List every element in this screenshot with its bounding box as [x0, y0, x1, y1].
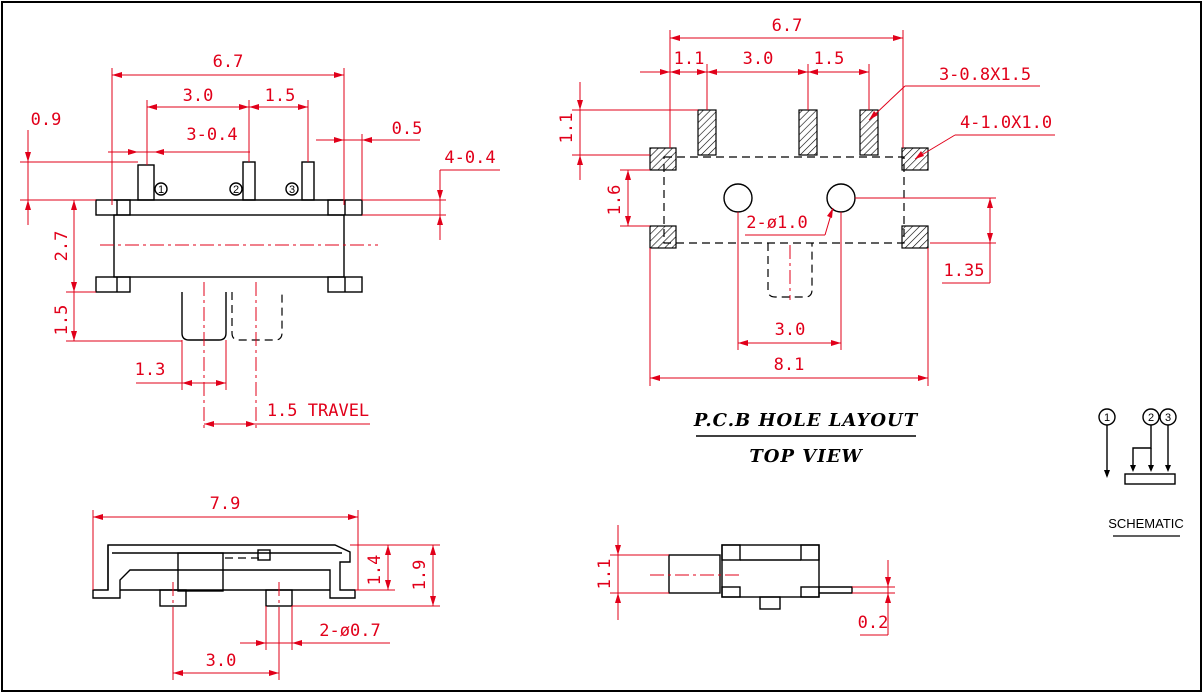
schematic-view: 1 2 3 SCHEMATIC [1098, 408, 1184, 537]
dim-pcb-hole-spacing: 3.0 [775, 320, 806, 340]
dim-front-body-height: 1.4 [365, 555, 385, 586]
dim-pcb-mount-pad: 4-1.0X1.0 [960, 113, 1052, 133]
locating-hole-right [826, 183, 856, 213]
mount-pad-tl [649, 147, 677, 171]
pin-pad-3 [859, 109, 879, 156]
dim-pcb-pad-height: 1.1 [557, 113, 577, 144]
switch-body [113, 214, 345, 278]
schematic-title: SCHEMATIC [1108, 516, 1184, 531]
dim-side-actuator-height: 1.5 [52, 305, 72, 336]
dim-side-pin-height: 0.9 [31, 110, 62, 130]
dim-pcb-hole-diameter: 2-ø1.0 [746, 213, 807, 233]
pin-2-marker [229, 182, 243, 196]
schematic-pin-3: 3 [1165, 412, 1171, 424]
pin-2-lead [242, 161, 256, 201]
dim-front-peg-diameter: 2-ø0.7 [319, 621, 380, 641]
dim-side-tab-offset: 0.5 [392, 119, 423, 139]
dim-pcb-pitch-3: 3.0 [743, 49, 774, 69]
dim-pcb-pad-spacing: 1.6 [605, 185, 625, 216]
mount-pad-bl [649, 225, 677, 249]
pin-1-marker [154, 182, 168, 196]
dim-front-total-height: 1.9 [410, 560, 430, 591]
schematic-pin-2: 2 [1148, 412, 1154, 424]
front-view: 7.9 1.4 1.9 2-ø0.7 3.0 [92, 494, 440, 680]
dim-pcb-overall-width: 8.1 [774, 355, 805, 375]
pin-3-lead [301, 161, 315, 201]
pin-1-lead [137, 164, 155, 201]
dim-pcb-pitch-1-5: 1.5 [814, 49, 845, 69]
dim-pcb-pin-pad: 3-0.8X1.5 [939, 65, 1031, 85]
dim-pcb-hole-offset: 1.35 [944, 261, 985, 281]
pin-3-marker [285, 182, 299, 196]
dim-side-width: 6.7 [213, 52, 244, 72]
pin-pad-2 [798, 109, 818, 156]
dim-pcb-edge-offset: 1.1 [674, 49, 705, 69]
pcb-layout-view: 6.7 1.1 3.0 1.5 3-0.8X1.5 4-1.0X1.0 1.1 [557, 16, 1055, 467]
dim-side-body-height: 2.7 [52, 231, 72, 262]
pin-3-label: 3 [289, 184, 295, 196]
end-view: 1.1 0.2 [595, 525, 895, 636]
schematic-slider [1124, 473, 1176, 485]
pin-2-label: 2 [233, 184, 239, 196]
dim-side-tab-thickness: 4-0.4 [444, 148, 495, 168]
side-view: 1 2 3 6.7 3.0 1.5 3-0.4 0. [20, 52, 500, 432]
top-view-title: TOP VIEW [749, 446, 863, 467]
locating-hole-left [723, 183, 753, 213]
dim-side-travel: 1.5 TRAVEL [267, 401, 369, 421]
dim-side-pitch-1-5: 1.5 [265, 86, 296, 106]
pcb-layout-title: P.C.B HOLE LAYOUT [693, 410, 919, 431]
dim-end-thickness: 0.2 [858, 613, 889, 633]
dim-pcb-width: 6.7 [772, 16, 803, 36]
dim-end-height: 1.1 [595, 559, 615, 590]
dim-side-pitch-3: 3.0 [183, 86, 214, 106]
schematic-pin-1: 1 [1104, 412, 1110, 424]
pin-1-label: 1 [158, 184, 164, 196]
pcb-outline [663, 156, 905, 244]
dim-front-peg-spacing: 3.0 [206, 651, 237, 671]
dim-side-actuator-width: 1.3 [135, 360, 166, 380]
front-body [92, 544, 356, 599]
dim-front-width: 7.9 [210, 494, 241, 514]
pin-pad-1 [697, 109, 717, 156]
end-body [721, 544, 820, 598]
dim-side-pin-width: 3-0.4 [186, 125, 237, 145]
mount-pad-br [901, 225, 929, 249]
